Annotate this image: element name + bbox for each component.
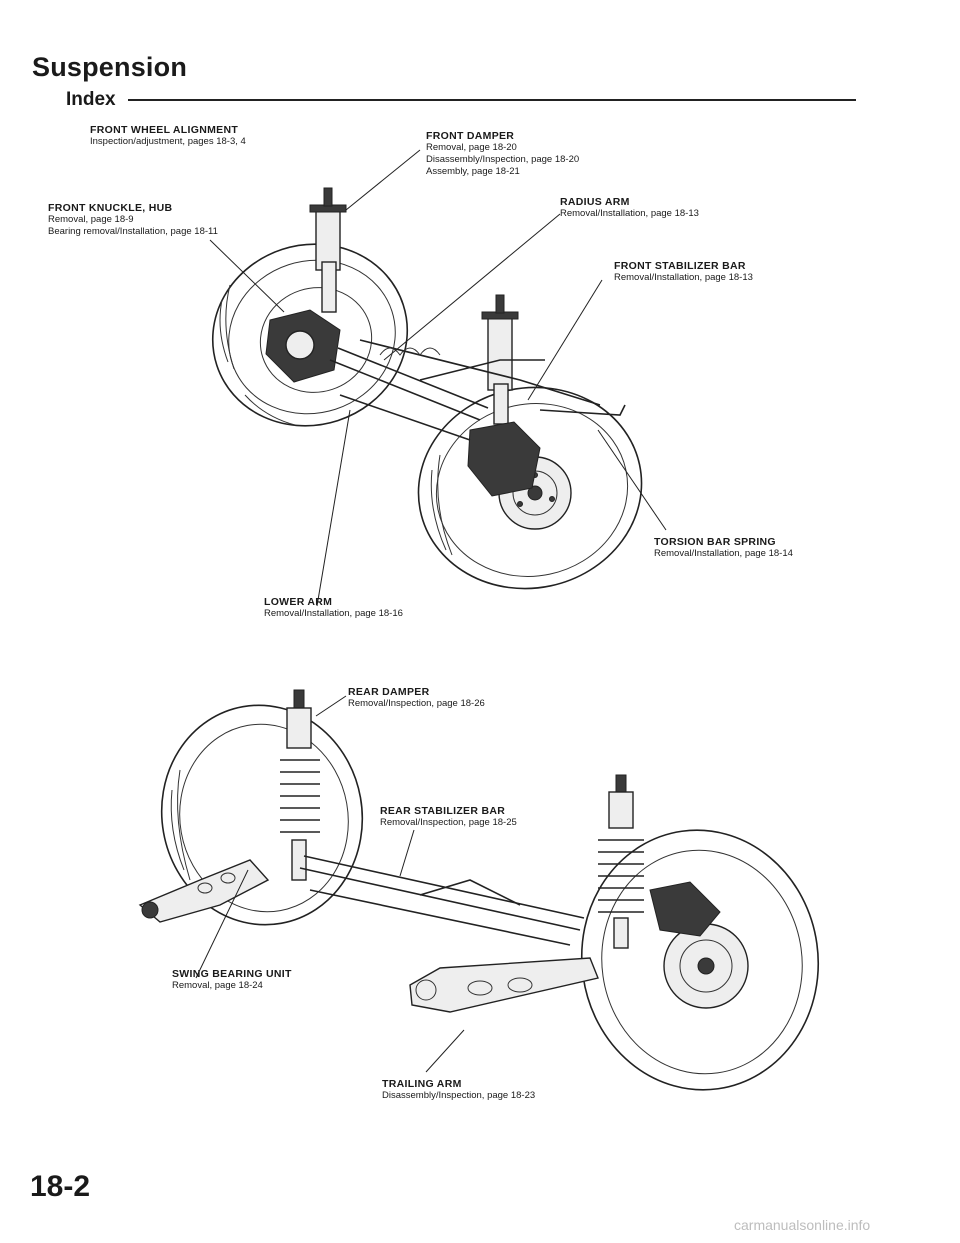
page-number: 18-2 bbox=[30, 1170, 91, 1203]
front-knuckle-icon bbox=[265, 309, 541, 497]
front-axle-crossmember-icon bbox=[329, 339, 626, 441]
label-rear-stabilizer-bar: REAR STABILIZER BAR Removal/Inspection, … bbox=[380, 805, 517, 828]
label-front-damper: FRONT DAMPER Removal, page 18-20 Disasse… bbox=[426, 130, 580, 177]
rear-left-trailing-arm-icon bbox=[138, 859, 270, 923]
leader-lines bbox=[195, 149, 667, 1073]
label-rear-damper: REAR DAMPER Removal/Inspection, page 18-… bbox=[348, 686, 485, 709]
front-left-tire-icon bbox=[211, 243, 409, 427]
rear-left-damper-icon bbox=[280, 689, 320, 881]
rear-right-trailing-arm-icon bbox=[409, 957, 599, 1013]
label-front-knuckle-hub: FRONT KNUCKLE, HUB Removal, page 18-9 Be… bbox=[48, 202, 218, 237]
rear-axle-beam-icon bbox=[299, 855, 585, 946]
rear-right-damper-icon bbox=[598, 774, 644, 949]
label-radius-arm: RADIUS ARM Removal/Installation, page 18… bbox=[560, 196, 699, 219]
label-front-wheel-alignment: FRONT WHEEL ALIGNMENT Inspection/adjustm… bbox=[90, 124, 246, 147]
label-swing-bearing-unit: SWING BEARING UNIT Removal, page 18-24 bbox=[172, 968, 292, 991]
front-left-damper-icon bbox=[309, 187, 347, 313]
title-rule bbox=[128, 99, 856, 101]
label-front-stabilizer-bar: FRONT STABILIZER BAR Removal/Installatio… bbox=[614, 260, 753, 283]
front-right-damper-icon bbox=[481, 294, 519, 425]
label-lower-arm: LOWER ARM Removal/Installation, page 18-… bbox=[264, 596, 403, 619]
section-subtitle: Index bbox=[66, 89, 116, 110]
page-title: Suspension bbox=[32, 52, 188, 82]
label-torsion-bar-spring: TORSION BAR SPRING Removal/Installation,… bbox=[654, 536, 793, 559]
footer-watermark: carmanualsonline.info bbox=[734, 1217, 871, 1233]
rear-right-tire-icon bbox=[580, 829, 820, 1091]
label-trailing-arm: TRAILING ARM Disassembly/Inspection, pag… bbox=[382, 1078, 536, 1101]
rear-left-tire-icon bbox=[160, 704, 364, 926]
